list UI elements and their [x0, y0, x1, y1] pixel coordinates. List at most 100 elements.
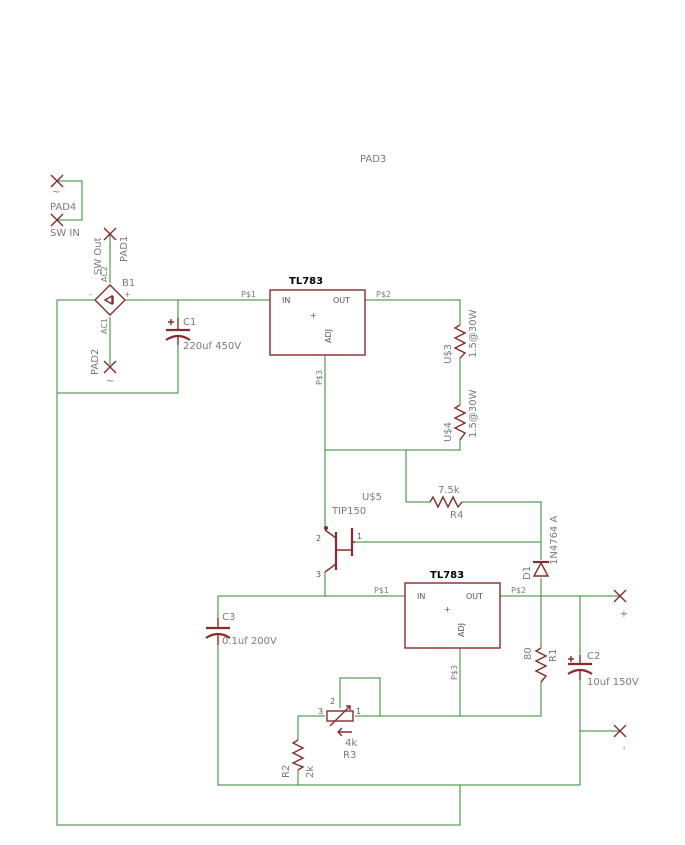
pad2-tilde: ~: [106, 376, 114, 387]
b1-plus-label: +: [124, 290, 131, 299]
pad2: PAD2 ~: [90, 349, 117, 387]
reg2-title: TL783: [430, 570, 464, 581]
wire-r1-bottom: [355, 682, 542, 717]
sw-in-label: SW IN: [50, 228, 80, 239]
regulator-tl783-2: TL783 IN OUT + ADJ P$1 P$2 P$3: [374, 570, 526, 680]
reg1-in-label: IN: [282, 296, 290, 305]
capacitor-c3: C3 0.1uf 200V: [205, 612, 277, 647]
reg1-p2-label: P$2: [376, 290, 391, 299]
c2-label: C2: [587, 651, 600, 662]
b1-ac2-label: AC2: [100, 266, 109, 282]
minus-pad-x-icon: [613, 724, 627, 738]
r3-pin2-label: 2: [330, 697, 335, 706]
reg1-title: TL783: [289, 276, 323, 287]
wire-r4-left: [405, 450, 430, 503]
reg1-body: [269, 289, 366, 356]
resistor-u4: U$4 1.5@30W: [443, 389, 479, 442]
pad4-tilde: ~: [52, 187, 60, 198]
reg2-plus-label: +: [444, 605, 451, 614]
c1-label: C1: [183, 317, 196, 328]
c3-label: C3: [222, 612, 235, 623]
u3-label: U$3: [443, 344, 454, 364]
capacitor-c1: C1 220uf 450V: [165, 317, 241, 352]
r1-label: R1: [548, 649, 559, 662]
reg2-p3-label: P$3: [450, 665, 459, 680]
bridge-rectifier-b1: B1 AC2 AC1 - +: [89, 266, 135, 334]
wire-pad4-loop: [57, 180, 83, 221]
pad4-top-x-icon: [50, 174, 64, 188]
reg1-out-label: OUT: [333, 296, 350, 305]
reg1-p3-label: P$3: [315, 370, 324, 385]
r2-zigzag-icon: [291, 739, 305, 771]
u5-part: TIP150: [331, 506, 366, 517]
pad4-bottom-x-icon: [50, 213, 64, 227]
output-plus-pad: +: [613, 589, 630, 618]
q-pin3-label: 3: [316, 570, 321, 579]
c1-polarity-icon: [168, 319, 174, 325]
resistor-r2: R2 2k: [281, 739, 316, 778]
capacitor-c2: C2 10uf 150V: [567, 651, 639, 688]
transistor-leads-icon: [324, 529, 355, 573]
wire-r4-right: [462, 501, 542, 560]
b1-label: B1: [122, 278, 135, 289]
resistor-r1: 80 R1: [523, 647, 559, 683]
r1-zigzag-icon: [534, 647, 548, 683]
d1-triangle-icon: [532, 561, 550, 577]
reg2-p1-label: P$1: [374, 586, 389, 595]
wire-r3-r2: [297, 715, 325, 740]
b1-ac1-label: AC1: [100, 318, 109, 334]
r3-body: [326, 710, 354, 722]
pad1: SW Out PAD1: [93, 227, 130, 275]
out-minus-label: -: [619, 746, 630, 750]
pad2-x-icon: [103, 360, 117, 374]
pad1-x-icon: [103, 227, 117, 241]
wire-bridge-minus-bus: [56, 299, 461, 826]
wire-u4-bottom: [325, 440, 461, 451]
c1-value: 220uf 450V: [183, 341, 241, 352]
u4-value: 1.5@30W: [468, 389, 479, 438]
r3-value: 4k: [345, 738, 357, 749]
c2-polarity-icon: [568, 656, 574, 662]
reg2-in-label: IN: [417, 592, 425, 601]
d1-part: 1N4764 A: [549, 516, 560, 565]
pad3-label: PAD3: [360, 154, 386, 165]
pad4: ~ PAD4 SW IN: [50, 174, 80, 239]
output-minus-pad: -: [613, 724, 630, 750]
r4-zigzag-icon: [429, 495, 463, 509]
plus-pad-x-icon: [613, 589, 627, 603]
r3-adjust-arrow-icon: [329, 705, 351, 727]
q-pin2-label: 2: [316, 534, 321, 543]
zener-d1: D1 1N4764 A: [522, 516, 560, 580]
r3-wiper-arrow-icon: [337, 727, 352, 737]
b1-minus-label: -: [89, 290, 92, 299]
out-plus-label: +: [619, 610, 630, 618]
wire-r3-wiper: [339, 677, 381, 716]
sw-out-label: SW Out: [93, 237, 104, 275]
u3-zigzag-icon: [453, 324, 467, 359]
bridge-diamond-icon: [94, 284, 126, 316]
r3-label: R3: [343, 750, 356, 761]
resistor-u3: U$3 1.5@30W: [443, 309, 479, 364]
reg1-adj-label: ADJ: [324, 329, 333, 343]
q-pin1-label: 1: [357, 532, 362, 541]
pad4-label: PAD4: [50, 202, 76, 213]
r3-pin3-label: 3: [318, 707, 323, 716]
u4-zigzag-icon: [453, 404, 467, 441]
reg2-out-label: OUT: [466, 592, 483, 601]
wires: [56, 180, 620, 826]
reg1-p1-label: P$1: [241, 290, 256, 299]
u4-label: U$4: [443, 422, 454, 442]
d1-label: D1: [522, 566, 533, 580]
r3-pin1-label: 1: [356, 707, 361, 716]
pad1-label: PAD1: [119, 236, 130, 262]
bridge-diode-icon: [103, 294, 114, 306]
resistor-r4: 7.5k R4: [429, 485, 463, 521]
pad2-label: PAD2: [90, 349, 101, 375]
u3-value: 1.5@30W: [468, 309, 479, 358]
r4-value: 7.5k: [438, 485, 460, 496]
potentiometer-r3: 3 2 1 4k R3: [318, 697, 361, 761]
wire-c1-bottom: [57, 345, 179, 394]
u5-label: U$5: [362, 492, 382, 503]
transistor-tip150: U$5 TIP150 2 3 1: [316, 492, 382, 579]
